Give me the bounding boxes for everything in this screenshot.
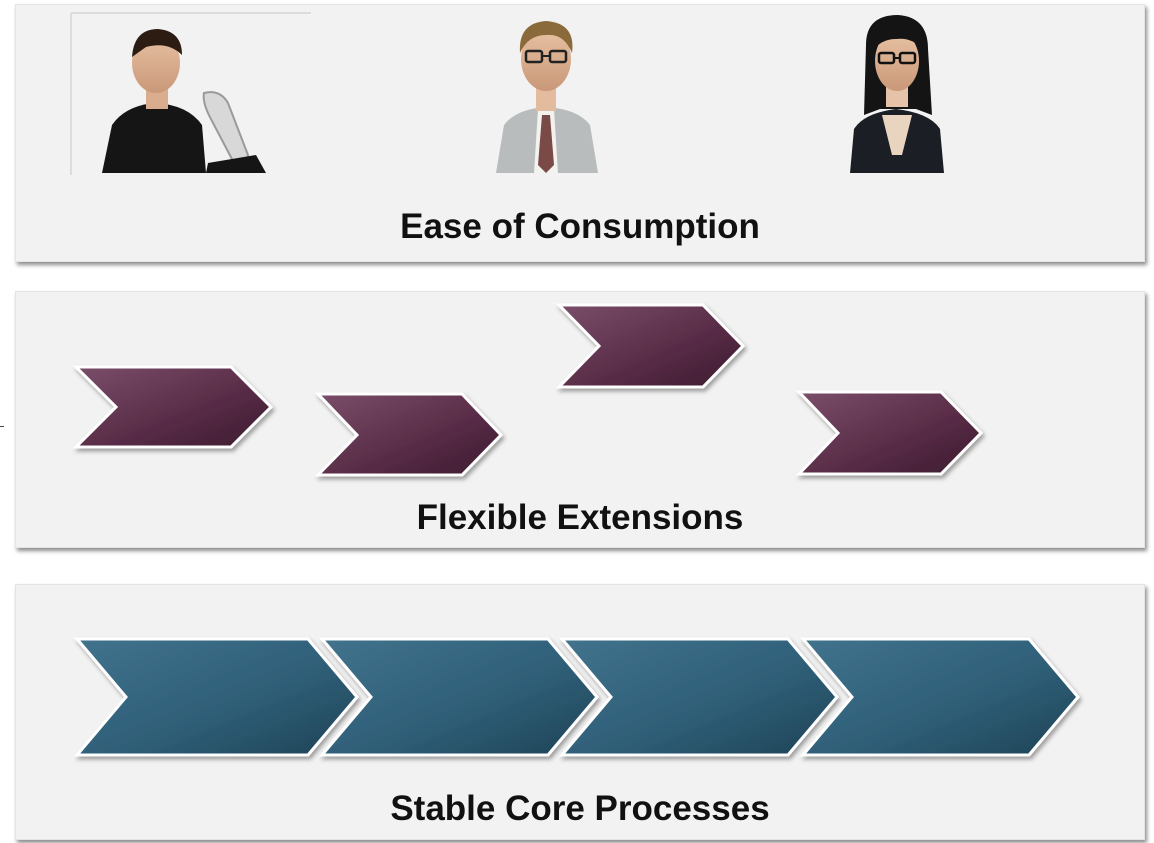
edge-mark <box>0 426 4 427</box>
extension-chevron-1 <box>72 365 274 449</box>
man-with-glasses-photo <box>496 21 598 173</box>
extension-chevrons <box>72 303 984 477</box>
ease-of-consumption-panel: Ease of Consumption <box>15 4 1145 262</box>
core-process-chevrons <box>73 637 1080 757</box>
ease-of-consumption-label: Ease of Consumption <box>400 207 760 246</box>
stable-core-processes-panel: Stable Core Processes <box>15 584 1145 840</box>
core-process-chevron-1 <box>73 637 359 757</box>
extension-chevron-4 <box>795 390 984 476</box>
extension-chevron-2 <box>314 392 504 477</box>
stable-core-processes-label: Stable Core Processes <box>390 789 770 828</box>
flexible-extensions-panel: Flexible Extensions <box>15 291 1145 548</box>
flexible-extensions-label: Flexible Extensions <box>416 498 744 537</box>
man-with-phone-photo <box>102 29 266 173</box>
people-illustrations <box>70 12 944 175</box>
core-process-chevron-4 <box>799 637 1080 757</box>
core-process-chevron-2 <box>318 637 599 757</box>
woman-with-glasses-photo <box>850 15 944 173</box>
extension-chevron-3 <box>555 303 746 389</box>
core-process-chevron-3 <box>558 637 839 757</box>
